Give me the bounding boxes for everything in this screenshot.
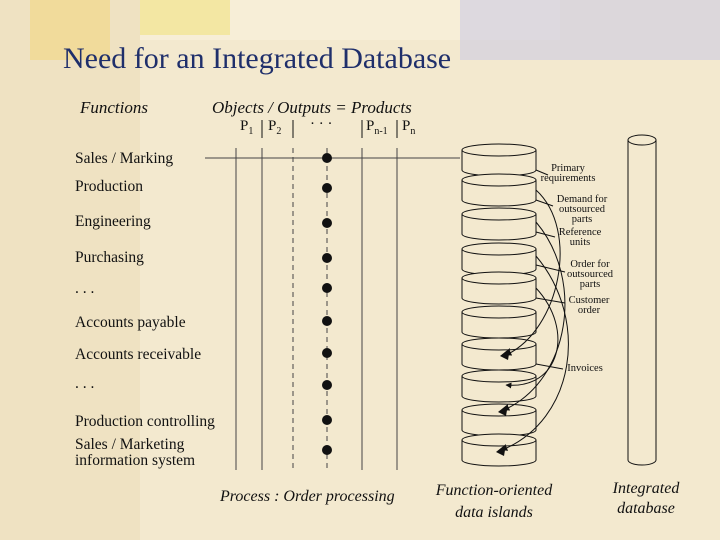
- function-sales-marketing: Sales / Marketing: [75, 436, 185, 453]
- function-accounts-receivable: Accounts receivable: [75, 346, 202, 363]
- caption-islands-1: Function-oriented: [435, 482, 553, 499]
- cylinder-3: [461, 207, 537, 241]
- arrow-heads: [496, 348, 510, 456]
- header-separators: [261, 120, 398, 138]
- process-dots: [322, 153, 332, 455]
- caption-islands-2: data islands: [455, 504, 533, 521]
- cylinder-6: [461, 305, 537, 339]
- page-title: Need for an Integrated Database: [63, 42, 452, 75]
- caption-integrated-2: database: [617, 500, 675, 517]
- cylinder-4: [461, 242, 537, 276]
- product-ellipsis: · · ·: [310, 116, 333, 132]
- caption-integrated-1: Integrated: [612, 480, 680, 497]
- data-flow-arrows: [501, 189, 569, 451]
- cylinder-5: [461, 271, 537, 305]
- caption-process: Process : Order processing: [220, 488, 395, 505]
- cylinder-9: [461, 403, 537, 437]
- product-p1: P1: [240, 118, 254, 137]
- product-p2: P2: [268, 118, 282, 137]
- product-pn: Pn: [402, 118, 416, 137]
- function-production-controlling: Production controlling: [75, 413, 215, 430]
- objects-header: Objects / Outputs = Products: [212, 98, 412, 117]
- functions-header: Functions: [80, 98, 148, 117]
- integrated-database-cylinder: [627, 134, 657, 466]
- cylinder-2: [461, 173, 537, 207]
- data-island-cylinders: [461, 143, 537, 467]
- cylinder-1: [461, 143, 537, 177]
- label-invoices: Invoices: [567, 363, 603, 374]
- function-information-system: information system: [75, 452, 196, 469]
- function-production: Production: [75, 178, 144, 195]
- function-ellipsis-2: . . .: [75, 375, 95, 392]
- cylinder-8: [461, 369, 537, 403]
- function-engineering: Engineering: [75, 213, 151, 230]
- grid-lines: [205, 148, 460, 470]
- function-sales-marking: Sales / Marking: [75, 150, 174, 167]
- dashed-process-lines: [292, 148, 328, 470]
- function-ellipsis-1: . . .: [75, 280, 95, 297]
- function-purchasing: Purchasing: [75, 249, 144, 266]
- function-accounts-payable: Accounts payable: [75, 314, 186, 331]
- product-pn-1: Pn-1: [366, 118, 388, 137]
